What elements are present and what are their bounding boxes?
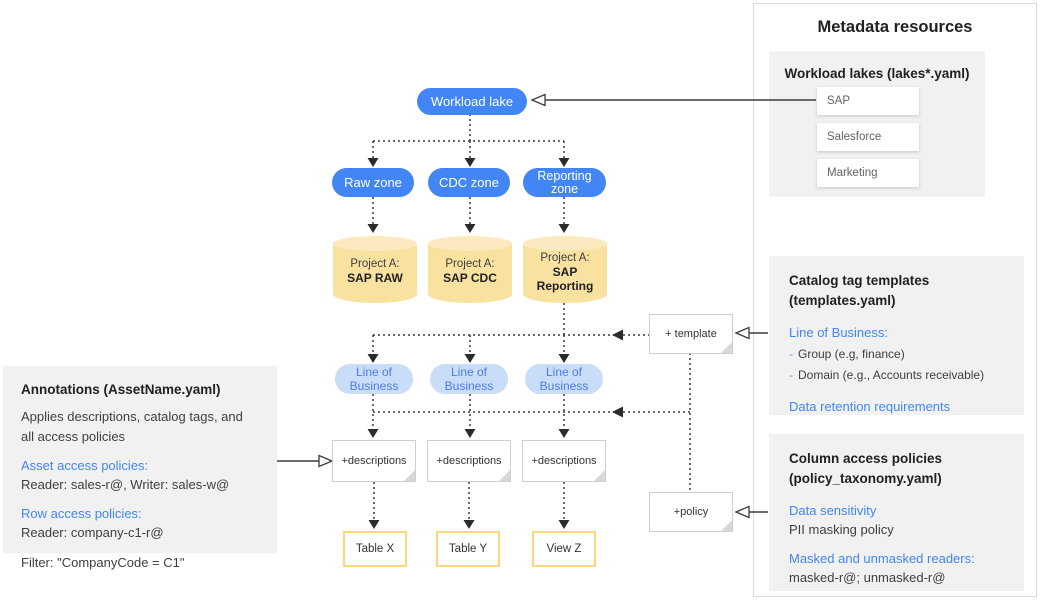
- template-note: + template: [649, 314, 733, 354]
- masked-readers-value: masked-r@; unmasked-r@: [789, 569, 946, 585]
- workload-lake-node: Workload lake: [417, 88, 527, 115]
- template-attribute-group: -Group (e.g, finance): [789, 344, 1016, 365]
- cylinder-top: [428, 236, 512, 251]
- annotations-panel: Annotations (AssetName.yaml) Applies des…: [3, 366, 277, 570]
- reporting-zone-node: Reporting zone: [523, 168, 606, 197]
- annotations-title: Annotations (AssetName.yaml): [21, 382, 221, 397]
- filter-value: Filter: "CompanyCode = C1": [21, 554, 185, 570]
- annotations-description: Applies descriptions, catalog tags, and …: [21, 409, 243, 445]
- project-sap-cdc-cylinder: Project A:SAP CDC: [428, 236, 512, 303]
- metadata-resources-title: Metadata resources: [817, 18, 973, 36]
- line-of-business-node-2: Line of Business: [430, 364, 508, 394]
- line-of-business-node-1: Line of Business: [335, 364, 413, 394]
- table-x-node: Table X: [343, 531, 407, 567]
- cylinder-body: [523, 243, 607, 303]
- template-attribute-domain: -Domain (e.g., Accounts receivable): [789, 365, 1016, 386]
- workload-lakes-heading: Workload lakes (lakes*.yaml): [784, 66, 970, 81]
- project-name: SAP Reporting: [536, 265, 594, 293]
- catalog-tag-templates-box: Catalog tag templates (templates.yaml) L…: [769, 256, 1024, 415]
- cylinder-body: [428, 243, 512, 303]
- descriptions-note-3: +descriptions: [522, 440, 606, 482]
- cylinder-top: [333, 236, 417, 251]
- row-access-policies-heading: Row access policies:: [21, 506, 142, 522]
- project-prefix: Project A:: [350, 258, 400, 270]
- cylinder-top: [523, 236, 607, 251]
- lake-card-marketing: Marketing: [817, 159, 919, 187]
- catalog-templates-heading-line1: Catalog tag templates: [789, 273, 930, 288]
- dotted-flow-lines: [372, 114, 691, 521]
- data-retention-heading: Data retention requirements: [789, 398, 951, 414]
- asset-access-policies-value: Reader: sales-r@, Writer: sales-w@: [21, 477, 230, 493]
- metadata-resources-panel: Metadata resources Workload lakes (lakes…: [753, 3, 1037, 597]
- project-prefix: Project A:: [445, 258, 495, 270]
- column-policies-heading-line2: (policy_taxonomy.yaml): [789, 471, 942, 487]
- view-z-node: View Z: [532, 531, 596, 567]
- data-sensitivity-value: PII masking policy: [789, 521, 894, 537]
- catalog-templates-heading-line2: (templates.yaml): [789, 293, 896, 309]
- project-sap-reporting-cylinder: Project A:SAP Reporting: [523, 236, 607, 303]
- dash-bullet: -: [789, 367, 793, 382]
- asset-access-policies-heading: Asset access policies:: [21, 458, 149, 474]
- filled-arrowhead-icons: [367, 158, 623, 529]
- lake-card-sap: SAP: [817, 87, 919, 115]
- cdc-zone-node: CDC zone: [428, 168, 510, 197]
- column-access-policies-box: Column access policies (policy_taxonomy.…: [769, 434, 1024, 591]
- project-name: SAP RAW: [347, 271, 403, 285]
- descriptions-note-2: +descriptions: [427, 440, 511, 482]
- workload-lakes-box: Workload lakes (lakes*.yaml) SAP Salesfo…: [769, 51, 985, 197]
- lake-card-salesforce: Salesforce: [817, 123, 919, 151]
- row-access-policies-value: Reader: company-c1-r@: [21, 525, 164, 541]
- template-attribute-domain-text: Domain (e.g., Accounts receivable): [798, 367, 985, 382]
- masked-readers-heading: Masked and unmasked readers:: [789, 550, 975, 566]
- open-arrowhead-icons: [318, 93, 750, 519]
- data-sensitivity-heading: Data sensitivity: [789, 502, 877, 518]
- column-policies-heading-line1: Column access policies: [789, 451, 943, 466]
- raw-zone-node: Raw zone: [332, 168, 414, 197]
- lob-template-heading: Line of Business:: [789, 324, 889, 340]
- line-of-business-node-3: Line of Business: [525, 364, 603, 394]
- solid-reference-lines: [277, 99, 816, 513]
- template-attribute-group-text: Group (e.g, finance): [798, 346, 905, 361]
- table-y-node: Table Y: [436, 531, 500, 567]
- project-prefix: Project A:: [540, 252, 590, 264]
- policy-note: +policy: [649, 492, 733, 532]
- cylinder-body: [333, 243, 417, 303]
- dash-bullet: -: [789, 346, 793, 361]
- descriptions-note-1: +descriptions: [332, 440, 416, 482]
- project-sap-raw-cylinder: Project A:SAP RAW: [333, 236, 417, 303]
- project-name: SAP CDC: [443, 271, 497, 285]
